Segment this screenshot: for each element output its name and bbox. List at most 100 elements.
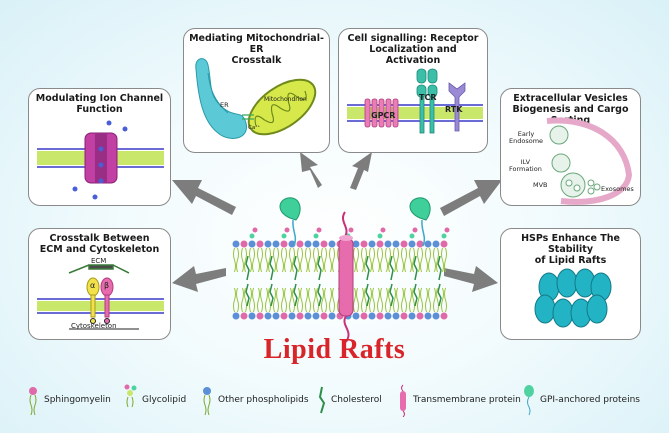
legend-item-cholesterol: Cholesterol (316, 383, 382, 417)
lipid-head (352, 312, 360, 320)
box-title: HSPs Enhance The Stability of Lipid Raft… (521, 233, 620, 266)
rtk-receptor (448, 82, 466, 132)
lipid-head (432, 240, 440, 248)
phospholipid-icon (203, 387, 211, 416)
integrin-beta (100, 277, 114, 318)
gpi-protein-right (409, 197, 431, 247)
legend-item-transmembrane-protein: Transmembrane protein (396, 383, 521, 418)
box-title: Modulating Ion Channel Function (35, 93, 164, 115)
arrow-to-ion-channel (172, 180, 236, 215)
lipid-head (424, 312, 432, 320)
lipid-head (328, 312, 336, 320)
mito-er-illustration (195, 58, 317, 139)
rtk-label: RTK (445, 105, 463, 114)
lipid-head (264, 312, 272, 320)
lipid-head (440, 240, 448, 248)
hsp-illustration (534, 268, 612, 328)
tcr-receptor (416, 68, 438, 134)
integrin-alpha (86, 277, 100, 318)
lipid-head (376, 240, 384, 248)
ion-channel-protein (84, 132, 118, 184)
tcr-label: TCR (419, 93, 437, 102)
box-mito-er-crosstalk: Mediating Mitochondrial-ER Crosstalk ER … (183, 28, 330, 153)
lipid-head (368, 240, 376, 248)
lipid-head (424, 240, 432, 248)
lipid-head (440, 312, 448, 320)
box-title: Cell signalling: Receptor Localization a… (347, 33, 479, 66)
box-ecm-cytoskeleton: Crosstalk Between ECM and Cytoskeleton E… (28, 228, 171, 340)
sphingomyelin-icon (29, 387, 37, 416)
lipid-head (328, 240, 336, 248)
legend: Sphingomyelin Glycolipid Other phospholi… (0, 383, 669, 423)
legend-item-sphingomyelin: Sphingomyelin (26, 383, 111, 417)
lipid-head (408, 240, 416, 248)
cytoskeleton-label: Cytoskeleton (71, 322, 117, 330)
lipid-head (400, 312, 408, 320)
mvb-label: MVB (533, 181, 548, 189)
legend-item-gpi-anchored-proteins: GPI-anchored proteins (522, 383, 640, 417)
lipid-head (320, 312, 328, 320)
lipid-head (232, 312, 240, 320)
arrow-to-ecm (172, 266, 226, 292)
lipid-head (248, 312, 256, 320)
box-title: Mediating Mitochondrial-ER Crosstalk (189, 33, 324, 66)
main-title: Lipid Rafts (263, 334, 406, 365)
lipid-head (296, 312, 304, 320)
arrow-to-hsp (444, 266, 498, 292)
lipid-head (256, 312, 264, 320)
lipid-head (376, 312, 384, 320)
box-ion-channel: Modulating Ion Channel Function (28, 88, 171, 206)
gpcr-label: GPCR (371, 111, 396, 120)
legend-item-other-phospholipids: Other phospholipids (200, 383, 309, 417)
lipid-head (320, 240, 328, 248)
lipid-head (304, 312, 312, 320)
arrow-to-vesicles (440, 180, 502, 216)
lipid-head (288, 312, 296, 320)
lipid-head (392, 312, 400, 320)
lipid-head (432, 312, 440, 320)
lipid-head (272, 240, 280, 248)
transmembrane-protein-icon (400, 384, 406, 418)
lipid-head (360, 312, 368, 320)
er-shape (195, 58, 247, 139)
mitochondrion (247, 78, 317, 136)
ecm-fibers (68, 264, 130, 274)
lipid-head (416, 240, 424, 248)
box-extracellular-vesicles: Extracellular Vesicles Biogenesis and Ca… (500, 88, 641, 206)
lipid-head (280, 312, 288, 320)
gpcr-receptor (364, 98, 399, 128)
mvb (560, 172, 586, 198)
gpi-protein-left (279, 197, 301, 247)
er-label: ER (220, 101, 229, 109)
alpha-label: α (90, 281, 96, 290)
box-title: Crosstalk Between ECM and Cytoskeleton (39, 233, 160, 255)
lipid-head (256, 240, 264, 248)
ecm-illustration (37, 264, 164, 330)
lipid-head (248, 240, 256, 248)
gpi-protein-icon (524, 385, 534, 416)
lipid-head (312, 240, 320, 248)
arrow-to-cell-signal (350, 152, 372, 190)
lipid-head (272, 312, 280, 320)
lipid-head (400, 240, 408, 248)
legend-item-glycolipid: Glycolipid (122, 383, 186, 417)
hsp-oligomer (534, 268, 612, 328)
exosomes (587, 179, 601, 195)
lipid-head (360, 240, 368, 248)
ion-channel-illustration (37, 120, 164, 200)
calcium-label: Ca²⁺ (248, 125, 261, 131)
lipid-head (280, 240, 288, 248)
cell-signal-illustration (347, 68, 483, 134)
lipid-head (264, 240, 272, 248)
glycolipid-icon (124, 384, 137, 408)
lipid-head (232, 240, 240, 248)
vesicles-illustration (546, 117, 633, 205)
lipid-head (352, 240, 360, 248)
ions (72, 120, 128, 200)
lipid-head (384, 240, 392, 248)
